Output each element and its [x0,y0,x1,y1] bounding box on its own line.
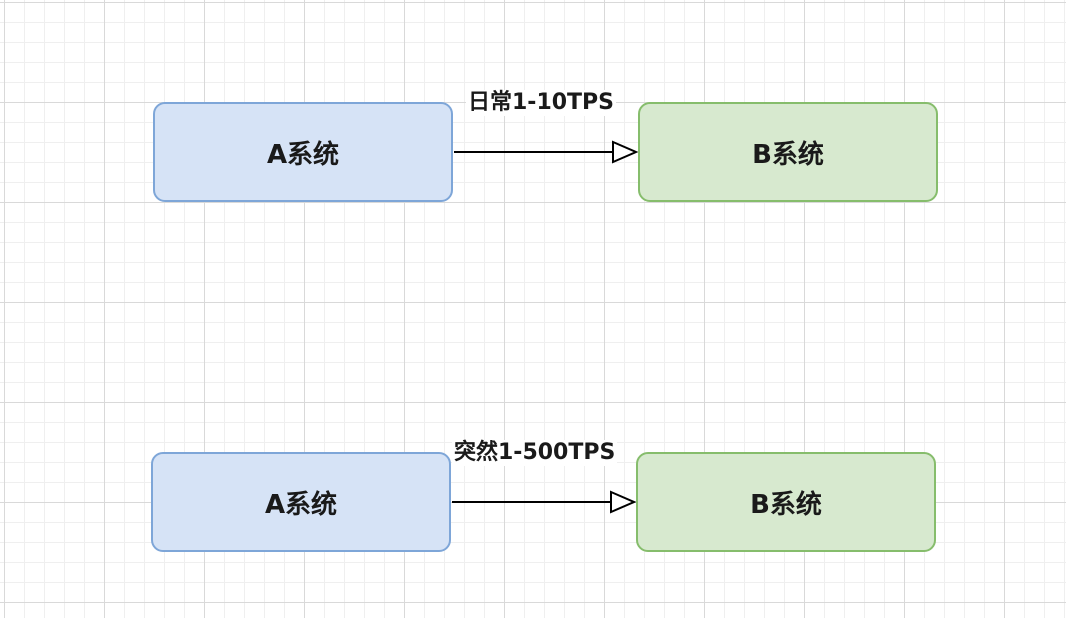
arrow-sudden[interactable] [452,490,637,514]
system-a-label: A系统 [266,139,340,170]
edge-label-sudden[interactable]: 突然1-500TPS [452,440,618,466]
system-a-label: A系统 [264,489,338,520]
system-b-box-sudden[interactable]: B系统 [636,452,936,552]
system-a-box-daily[interactable]: A系统 [153,102,453,202]
system-b-label: B系统 [752,139,824,170]
hollow-triangle-arrowhead-icon [612,140,639,164]
arrow-daily[interactable] [454,140,639,164]
system-b-label: B系统 [750,489,822,520]
system-a-box-sudden[interactable]: A系统 [151,452,451,552]
hollow-triangle-arrowhead-icon [610,490,637,514]
edge-label-daily[interactable]: 日常1-10TPS [466,90,617,116]
system-b-box-daily[interactable]: B系统 [638,102,938,202]
